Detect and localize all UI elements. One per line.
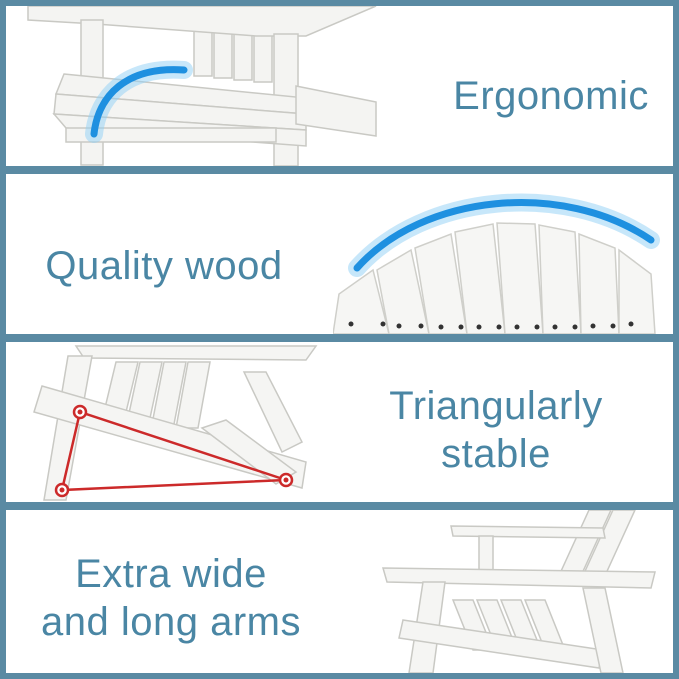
- stability-triangle-icon: [54, 404, 294, 498]
- caption-line: Quality wood: [45, 244, 283, 288]
- caption-line: Triangularly: [389, 384, 603, 428]
- ergonomic-curve-icon: [85, 60, 193, 143]
- chair-back-illustration: [333, 193, 660, 334]
- chair-side-illustration: [33, 345, 318, 501]
- caption-line: Ergonomic: [453, 74, 649, 118]
- panel-ergonomic: Ergonomic: [6, 6, 673, 166]
- chair-arm-illustration: [382, 510, 656, 673]
- panel-quality-wood: Quality wood: [6, 174, 673, 334]
- caption-line: and long arms: [41, 600, 301, 644]
- caption-ergonomic: Ergonomic: [446, 72, 656, 120]
- caption-quality-wood: Quality wood: [34, 242, 294, 290]
- caption-line: Extra wide: [75, 552, 267, 596]
- chair-seat-illustration: [27, 6, 377, 166]
- caption-triangularly-stable: Triangularly stable: [366, 382, 626, 478]
- panel-triangularly-stable: Triangularly stable: [6, 342, 673, 502]
- wood-curve-icon: [348, 193, 660, 277]
- panel-wide-arms: Extra wide and long arms: [6, 510, 673, 673]
- caption-wide-arms: Extra wide and long arms: [26, 550, 316, 646]
- caption-line: stable: [441, 432, 551, 476]
